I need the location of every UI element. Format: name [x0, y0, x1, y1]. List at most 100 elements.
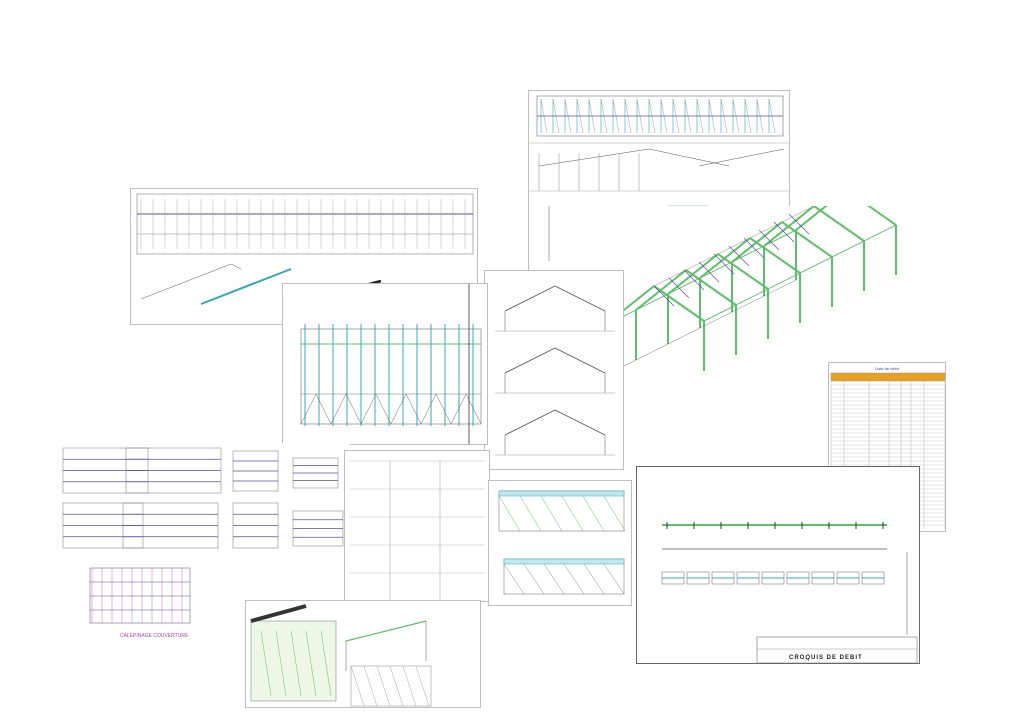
- plan-label: CALEPINAGE COUVERTURE: [120, 633, 189, 639]
- elevations-and-plan-drawing: [62, 447, 344, 624]
- drawing-line: [415, 665, 430, 707]
- drawing-rect: [136, 193, 474, 255]
- drawing-line: [363, 665, 378, 707]
- drawing-rect: [830, 372, 945, 382]
- drawing-line: [554, 285, 606, 312]
- drawing-line: [504, 347, 556, 374]
- drawing-line: [713, 253, 735, 275]
- drawing-line: [653, 206, 815, 287]
- drawing-line: [582, 495, 605, 532]
- drawing-line: [603, 279, 797, 377]
- drawing-line: [345, 393, 362, 425]
- drawing-rect: [498, 490, 625, 497]
- drawing-line: [350, 665, 365, 707]
- drawing-line: [773, 221, 795, 243]
- drawing-line: [648, 148, 730, 167]
- drawing-line: [668, 277, 690, 299]
- drawing-line: [653, 285, 675, 307]
- drawing-line: [743, 237, 765, 259]
- drawing-line: [519, 495, 542, 532]
- drawing-line: [685, 269, 737, 306]
- drawing-line: [465, 393, 482, 425]
- drawing-line: [563, 563, 585, 595]
- drawing-sheet-sections: [484, 270, 624, 470]
- drawing-line: [717, 253, 769, 290]
- drawing-line: [405, 393, 422, 425]
- truss-details-drawing: [498, 490, 626, 595]
- drawing-line: [867, 206, 897, 226]
- drawing-line: [300, 393, 317, 425]
- drawing-line: [200, 268, 292, 305]
- drawing-rect: [250, 620, 337, 702]
- table-title: Liste de débit: [875, 366, 899, 371]
- drawing-sheet-truss-details: [488, 480, 632, 606]
- drawing-line: [230, 263, 242, 270]
- drawing-line: [320, 630, 332, 697]
- drawing-line: [698, 148, 785, 167]
- drawing-line: [315, 393, 332, 425]
- drawing-line: [583, 563, 605, 595]
- drawing-line: [788, 213, 810, 235]
- drawing-sheet-wall-elevation: [282, 283, 488, 445]
- drawing-line: [795, 206, 828, 231]
- drawing-line: [390, 393, 407, 425]
- drawing-line: [813, 206, 865, 242]
- drawing-line: [728, 245, 750, 267]
- drawing-line: [554, 409, 606, 436]
- drawing-line: [523, 563, 545, 595]
- drawing-line: [538, 148, 650, 167]
- drawing-line: [420, 393, 437, 425]
- wall-elevation-drawing: [300, 284, 482, 444]
- drawing-rect: [503, 558, 625, 565]
- drawing-line: [667, 253, 719, 295]
- drawing-line: [503, 563, 525, 595]
- drawing-line: [275, 630, 287, 697]
- drawing-sheet-grid-plan: [344, 450, 490, 602]
- drawing-line: [260, 630, 272, 697]
- drawing-line: [250, 604, 307, 623]
- drawing-line: [635, 269, 687, 311]
- drawing-rect: [89, 567, 191, 624]
- drawing-line: [731, 221, 783, 263]
- drawing-line: [450, 393, 467, 425]
- drawing-line: [703, 224, 897, 322]
- drawing-line: [330, 393, 347, 425]
- drawing-line: [540, 495, 563, 532]
- drawing-line: [603, 563, 625, 595]
- drawing-line: [140, 263, 232, 300]
- drawing-sheet-croquis: CROQUIS DE DEBIT: [636, 466, 920, 664]
- drawing-rect: [350, 665, 432, 707]
- sections-drawing: [495, 285, 615, 456]
- drawing-line: [435, 393, 452, 425]
- drawing-line: [683, 269, 705, 291]
- drawing-line: [498, 495, 521, 532]
- drawing-rect: [498, 490, 625, 532]
- drawing-line: [504, 285, 556, 312]
- drawing-line: [698, 261, 720, 283]
- drawing-line: [543, 563, 565, 595]
- drawing-line: [504, 409, 556, 436]
- 3d-steel-frame-drawing: [603, 206, 897, 377]
- drawing-line: [561, 495, 584, 532]
- grid-plan-drawing: [350, 460, 485, 601]
- croquis-title: CROQUIS DE DEBIT: [789, 655, 863, 661]
- drawing-line: [781, 221, 833, 258]
- drawing-line: [376, 665, 391, 707]
- drawing-rect: [300, 328, 482, 425]
- drawing-rect: [756, 636, 918, 663]
- drawing-sheet-3d-views: [245, 600, 481, 708]
- drawing-line: [653, 285, 705, 322]
- drawing-line: [763, 206, 815, 247]
- drawing-line: [554, 347, 606, 374]
- drawing-line: [758, 229, 780, 251]
- drawing-line: [360, 393, 377, 425]
- drawing-line: [603, 229, 797, 327]
- drawing-line: [402, 665, 417, 707]
- drawing-line: [305, 630, 317, 697]
- drawing-line: [749, 237, 801, 274]
- drawing-line: [603, 495, 626, 532]
- croquis-drawing: [661, 522, 918, 663]
- drawing-line: [290, 630, 302, 697]
- drawing-line: [375, 393, 392, 425]
- drawing-line: [389, 665, 404, 707]
